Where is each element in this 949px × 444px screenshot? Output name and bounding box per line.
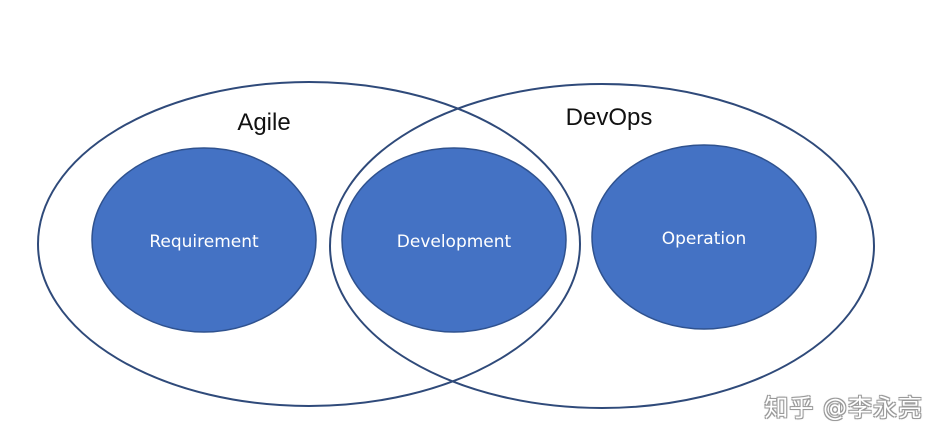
agile-set-ellipse <box>37 81 581 407</box>
development-node <box>341 147 567 333</box>
operation-node <box>591 144 817 330</box>
devops-set-label: DevOps <box>566 104 653 131</box>
agile-set-label: Agile <box>237 109 290 136</box>
devops-set-ellipse <box>329 83 875 409</box>
operation-node-label: Operation <box>662 229 747 249</box>
requirement-node-label: Requirement <box>149 232 259 252</box>
development-node-label: Development <box>397 232 512 252</box>
watermark: 知乎 @李永亮 <box>764 394 923 422</box>
requirement-node <box>91 147 317 333</box>
